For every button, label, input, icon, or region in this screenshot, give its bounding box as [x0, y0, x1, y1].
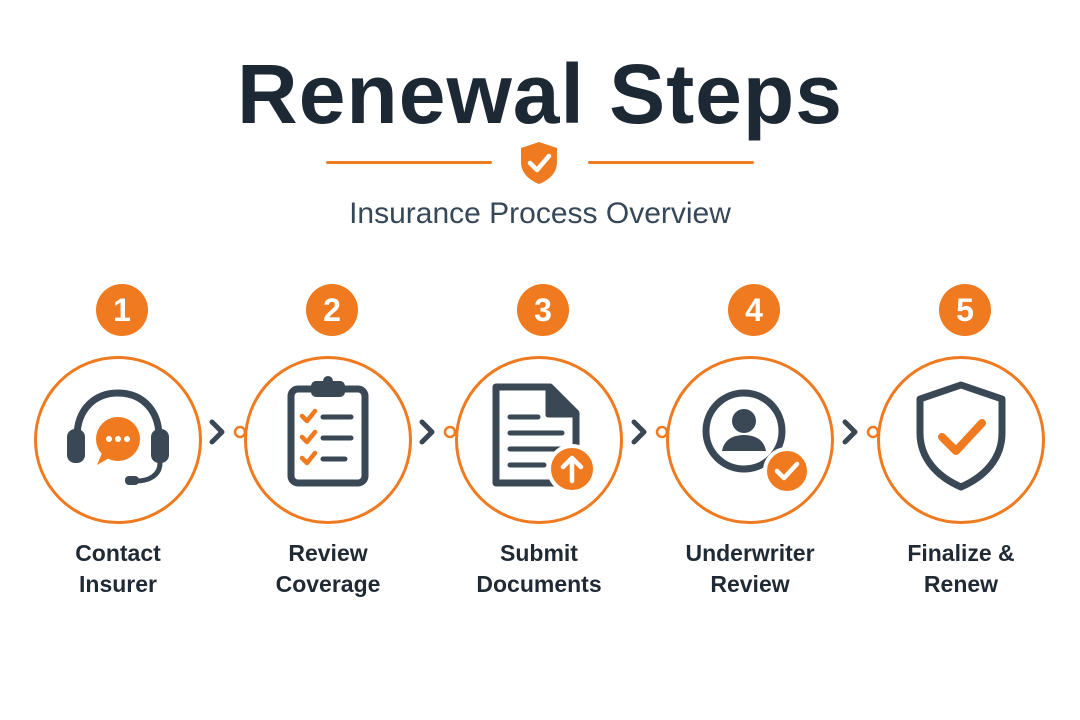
- chevron-right-icon: [209, 419, 247, 445]
- divider-line-left: [326, 161, 492, 164]
- user-check-icon: [702, 389, 811, 495]
- step-number-badge: 2: [306, 284, 358, 336]
- step-label: Finalize & Renew: [907, 540, 1015, 597]
- step-icon-circle: [666, 356, 834, 524]
- step-label: Submit Documents: [476, 540, 602, 597]
- shield-check-icon: [916, 381, 1006, 491]
- divider-line-right: [588, 161, 754, 164]
- step-number-badge: 5: [939, 284, 991, 336]
- title-divider: [0, 140, 1080, 186]
- step-icon-circle: [455, 356, 623, 524]
- step-icon-circle: [244, 356, 412, 524]
- chevron-right-icon: [419, 419, 457, 445]
- headset-chat-icon: [67, 389, 169, 485]
- shield-check-icon: [521, 142, 557, 184]
- page-subtitle: Insurance Process Overview: [349, 197, 731, 230]
- step-label: Review Coverage: [275, 540, 381, 597]
- step-number-badge: 1: [96, 284, 148, 336]
- step-label: Underwriter Review: [685, 540, 815, 597]
- page-title: Renewal Steps: [237, 47, 843, 141]
- step-number-badge: 4: [728, 284, 780, 336]
- step-icon-circle: [877, 356, 1045, 524]
- clipboard-checklist-icon: [287, 376, 369, 487]
- step-label: Contact Insurer: [75, 540, 161, 597]
- step-number-badge: 3: [517, 284, 569, 336]
- step-icon-circle: [34, 356, 202, 524]
- document-upload-icon: [492, 383, 597, 494]
